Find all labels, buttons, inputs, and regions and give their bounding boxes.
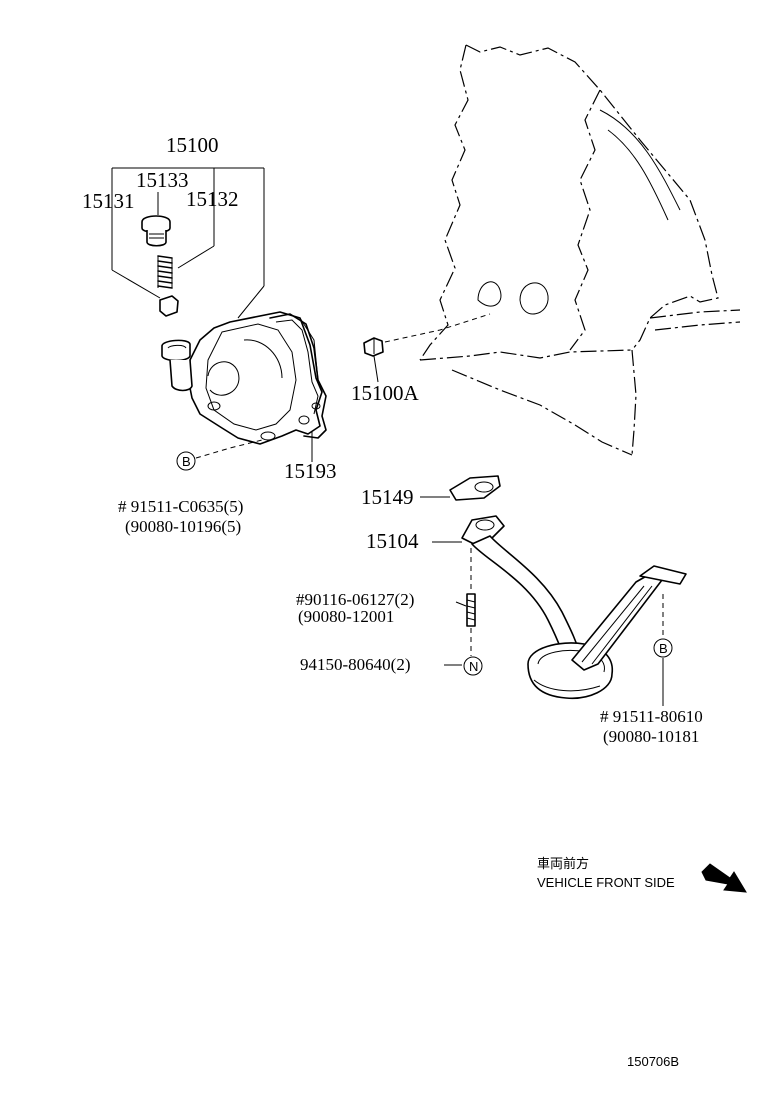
oil-strainer-15104 [432, 515, 687, 700]
stud-bolt [455, 548, 476, 656]
label-15149: 15149 [361, 485, 414, 509]
label-15104: 15104 [366, 529, 419, 553]
direction-label-japanese: 車両前方 [537, 856, 589, 871]
label-15133: 15133 [136, 168, 189, 192]
marker-bolt-b1: B [176, 451, 196, 471]
svg-text:B: B [182, 454, 191, 469]
label-bolt-b2-part: # 91511-80610 [600, 707, 703, 726]
front-direction-arrow-icon [701, 863, 747, 893]
label-bolt-b1-alt: (90080-10196(5) [125, 517, 241, 536]
label-15132: 15132 [186, 187, 239, 211]
plug-15133 [141, 215, 171, 247]
leader-bracket-15100 [111, 167, 265, 319]
label-nut-part: 94150-80640(2) [300, 655, 410, 674]
spring-15132 [157, 255, 173, 289]
svg-text:N: N [469, 659, 478, 674]
label-15100: 15100 [166, 133, 219, 157]
relief-valve-15131 [159, 295, 179, 317]
label-15193: 15193 [284, 459, 337, 483]
label-stud-alt: (90080-12001 [298, 607, 394, 626]
oil-pump-assembly-15100 [161, 311, 323, 445]
label-bolt-b2-alt: (90080-10181 [603, 727, 699, 746]
svg-text:B: B [659, 641, 668, 656]
marker-bolt-b2: B [653, 638, 673, 658]
gasket-15193 [269, 313, 327, 462]
gasket-15149 [420, 475, 501, 501]
label-stud-part: #90116-06127(2) [296, 590, 414, 609]
pin-15100a [363, 337, 384, 383]
label-15100a: 15100A [351, 381, 420, 405]
label-bolt-b1-part: # 91511-C0635(5) [118, 497, 243, 516]
marker-nut-n: N [463, 656, 483, 676]
label-15131: 15131 [82, 189, 135, 213]
diagram-code: 150706B [627, 1054, 679, 1069]
bolt-b1-leader [195, 439, 263, 459]
direction-label-english: VEHICLE FRONT SIDE [537, 875, 675, 890]
engine-block-outline [384, 44, 741, 456]
